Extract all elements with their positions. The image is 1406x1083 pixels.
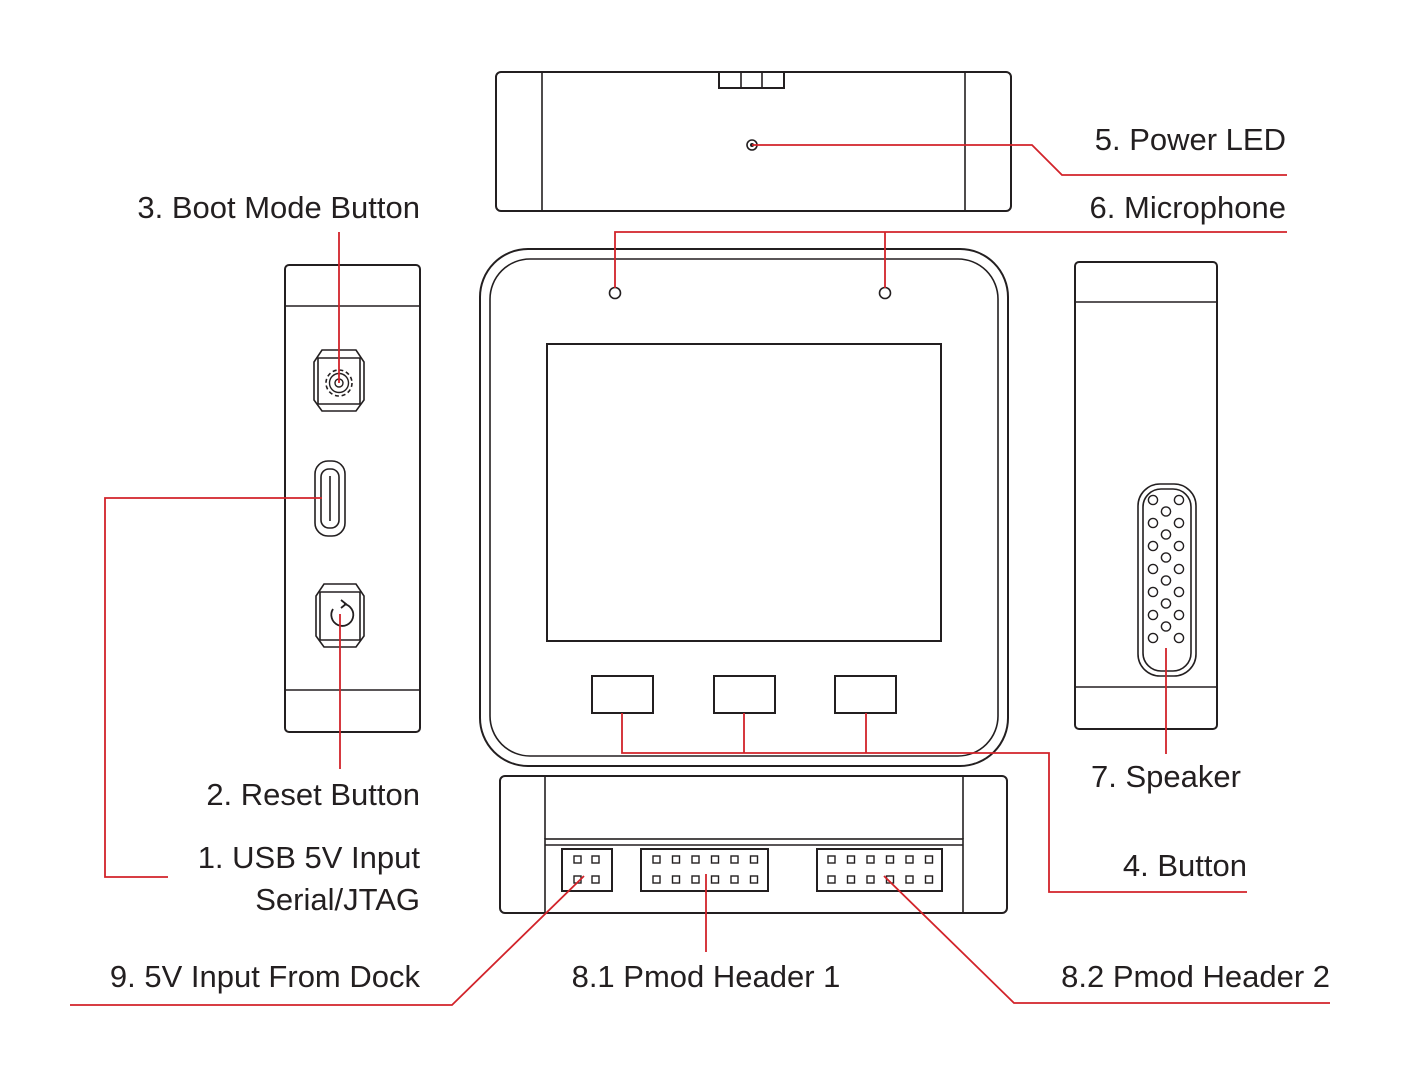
microphone-leader bbox=[614, 231, 1287, 288]
pmod-header-2 bbox=[816, 848, 943, 892]
speaker-hole bbox=[1147, 586, 1159, 598]
header-pin bbox=[591, 855, 600, 864]
speaker-hole bbox=[1147, 609, 1159, 621]
header-pin bbox=[827, 855, 836, 864]
header-pin bbox=[671, 875, 681, 884]
front-view bbox=[479, 248, 1009, 767]
front-button-c bbox=[834, 675, 897, 714]
header-pin bbox=[652, 875, 661, 884]
power-led-label: 5. Power LED bbox=[1095, 122, 1286, 157]
speaker-hole bbox=[1173, 540, 1185, 552]
header-pin bbox=[924, 875, 934, 884]
microphone-hole-left bbox=[608, 286, 622, 300]
header-pin bbox=[730, 875, 739, 884]
header-pin bbox=[691, 855, 700, 864]
speaker-hole bbox=[1147, 494, 1159, 506]
header-pin bbox=[905, 855, 914, 864]
speaker-hole bbox=[1147, 517, 1159, 529]
speaker-hole bbox=[1160, 575, 1172, 586]
usb-input-leader bbox=[104, 497, 322, 878]
speaker-hole bbox=[1173, 563, 1185, 575]
speaker-hole bbox=[1173, 586, 1185, 598]
header-pin bbox=[827, 875, 836, 884]
speaker-hole bbox=[1173, 609, 1185, 621]
header-pin bbox=[866, 855, 875, 864]
speaker-holes bbox=[1147, 494, 1185, 644]
dock-input-connector bbox=[561, 848, 613, 892]
header-pin bbox=[710, 855, 720, 864]
speaker-hole bbox=[1147, 632, 1159, 644]
dock-input-label: 9. 5V Input From Dock bbox=[110, 959, 421, 994]
header-pin bbox=[591, 875, 600, 884]
speaker-hole bbox=[1173, 632, 1185, 644]
right-side-view bbox=[1074, 261, 1218, 730]
header-pin bbox=[749, 875, 759, 884]
pmod-header-1 bbox=[640, 848, 769, 892]
header-pin bbox=[846, 855, 856, 864]
header-pin bbox=[905, 875, 914, 884]
power-led-leader bbox=[752, 144, 1287, 176]
top-side-view bbox=[495, 71, 1012, 212]
speaker-hole bbox=[1147, 563, 1159, 575]
bottom-side-view bbox=[499, 775, 1008, 914]
button-label: 4. Button bbox=[1123, 848, 1247, 883]
speaker-hole bbox=[1160, 529, 1172, 540]
speaker-hole bbox=[1173, 517, 1185, 529]
front-button-b bbox=[713, 675, 776, 714]
speaker-label: 7. Speaker bbox=[1091, 759, 1241, 794]
header-pin bbox=[846, 875, 856, 884]
pmod-2-leader bbox=[883, 875, 1330, 1004]
microphone-hole-right bbox=[878, 286, 892, 300]
screen bbox=[546, 343, 942, 642]
header-pin bbox=[710, 875, 720, 884]
boot-mode-button-label: 3. Boot Mode Button bbox=[137, 190, 420, 225]
speaker-grille bbox=[1137, 483, 1197, 677]
usb-input-label-2: Serial/JTAG bbox=[255, 882, 420, 917]
reset-button bbox=[315, 583, 365, 648]
microphone-label: 6. Microphone bbox=[1090, 190, 1286, 225]
pmod-header-2-label: 8.2 Pmod Header 2 bbox=[1061, 959, 1330, 994]
speaker-hole bbox=[1160, 621, 1172, 632]
labels: 5. Power LED 3. Boot Mode Button 6. Micr… bbox=[110, 122, 1330, 994]
leader-lines bbox=[70, 144, 1330, 1006]
header-pin bbox=[749, 855, 759, 864]
speaker-hole bbox=[1160, 552, 1172, 563]
pmod-header-1-label: 8.1 Pmod Header 1 bbox=[572, 959, 841, 994]
dock-input-leader bbox=[70, 875, 585, 1006]
header-pin bbox=[573, 855, 582, 864]
speaker-hole bbox=[1160, 598, 1172, 609]
boot-mode-button bbox=[313, 349, 365, 412]
button-leader bbox=[621, 713, 1247, 893]
speaker-hole bbox=[1147, 540, 1159, 552]
speaker-hole bbox=[1160, 506, 1172, 517]
usb-input-label: 1. USB 5V Input bbox=[198, 840, 421, 875]
header-pin bbox=[866, 875, 875, 884]
header-pin bbox=[730, 855, 739, 864]
header-pin bbox=[885, 855, 895, 864]
header-pin bbox=[671, 855, 681, 864]
header-pin bbox=[652, 855, 661, 864]
front-button-a bbox=[591, 675, 654, 714]
header-pin bbox=[691, 875, 700, 884]
rotate-arrow-icon bbox=[330, 599, 355, 627]
reset-button-label: 2. Reset Button bbox=[206, 777, 420, 812]
header-pin bbox=[924, 855, 934, 864]
header-pins bbox=[573, 855, 934, 884]
speaker-hole bbox=[1173, 494, 1185, 506]
